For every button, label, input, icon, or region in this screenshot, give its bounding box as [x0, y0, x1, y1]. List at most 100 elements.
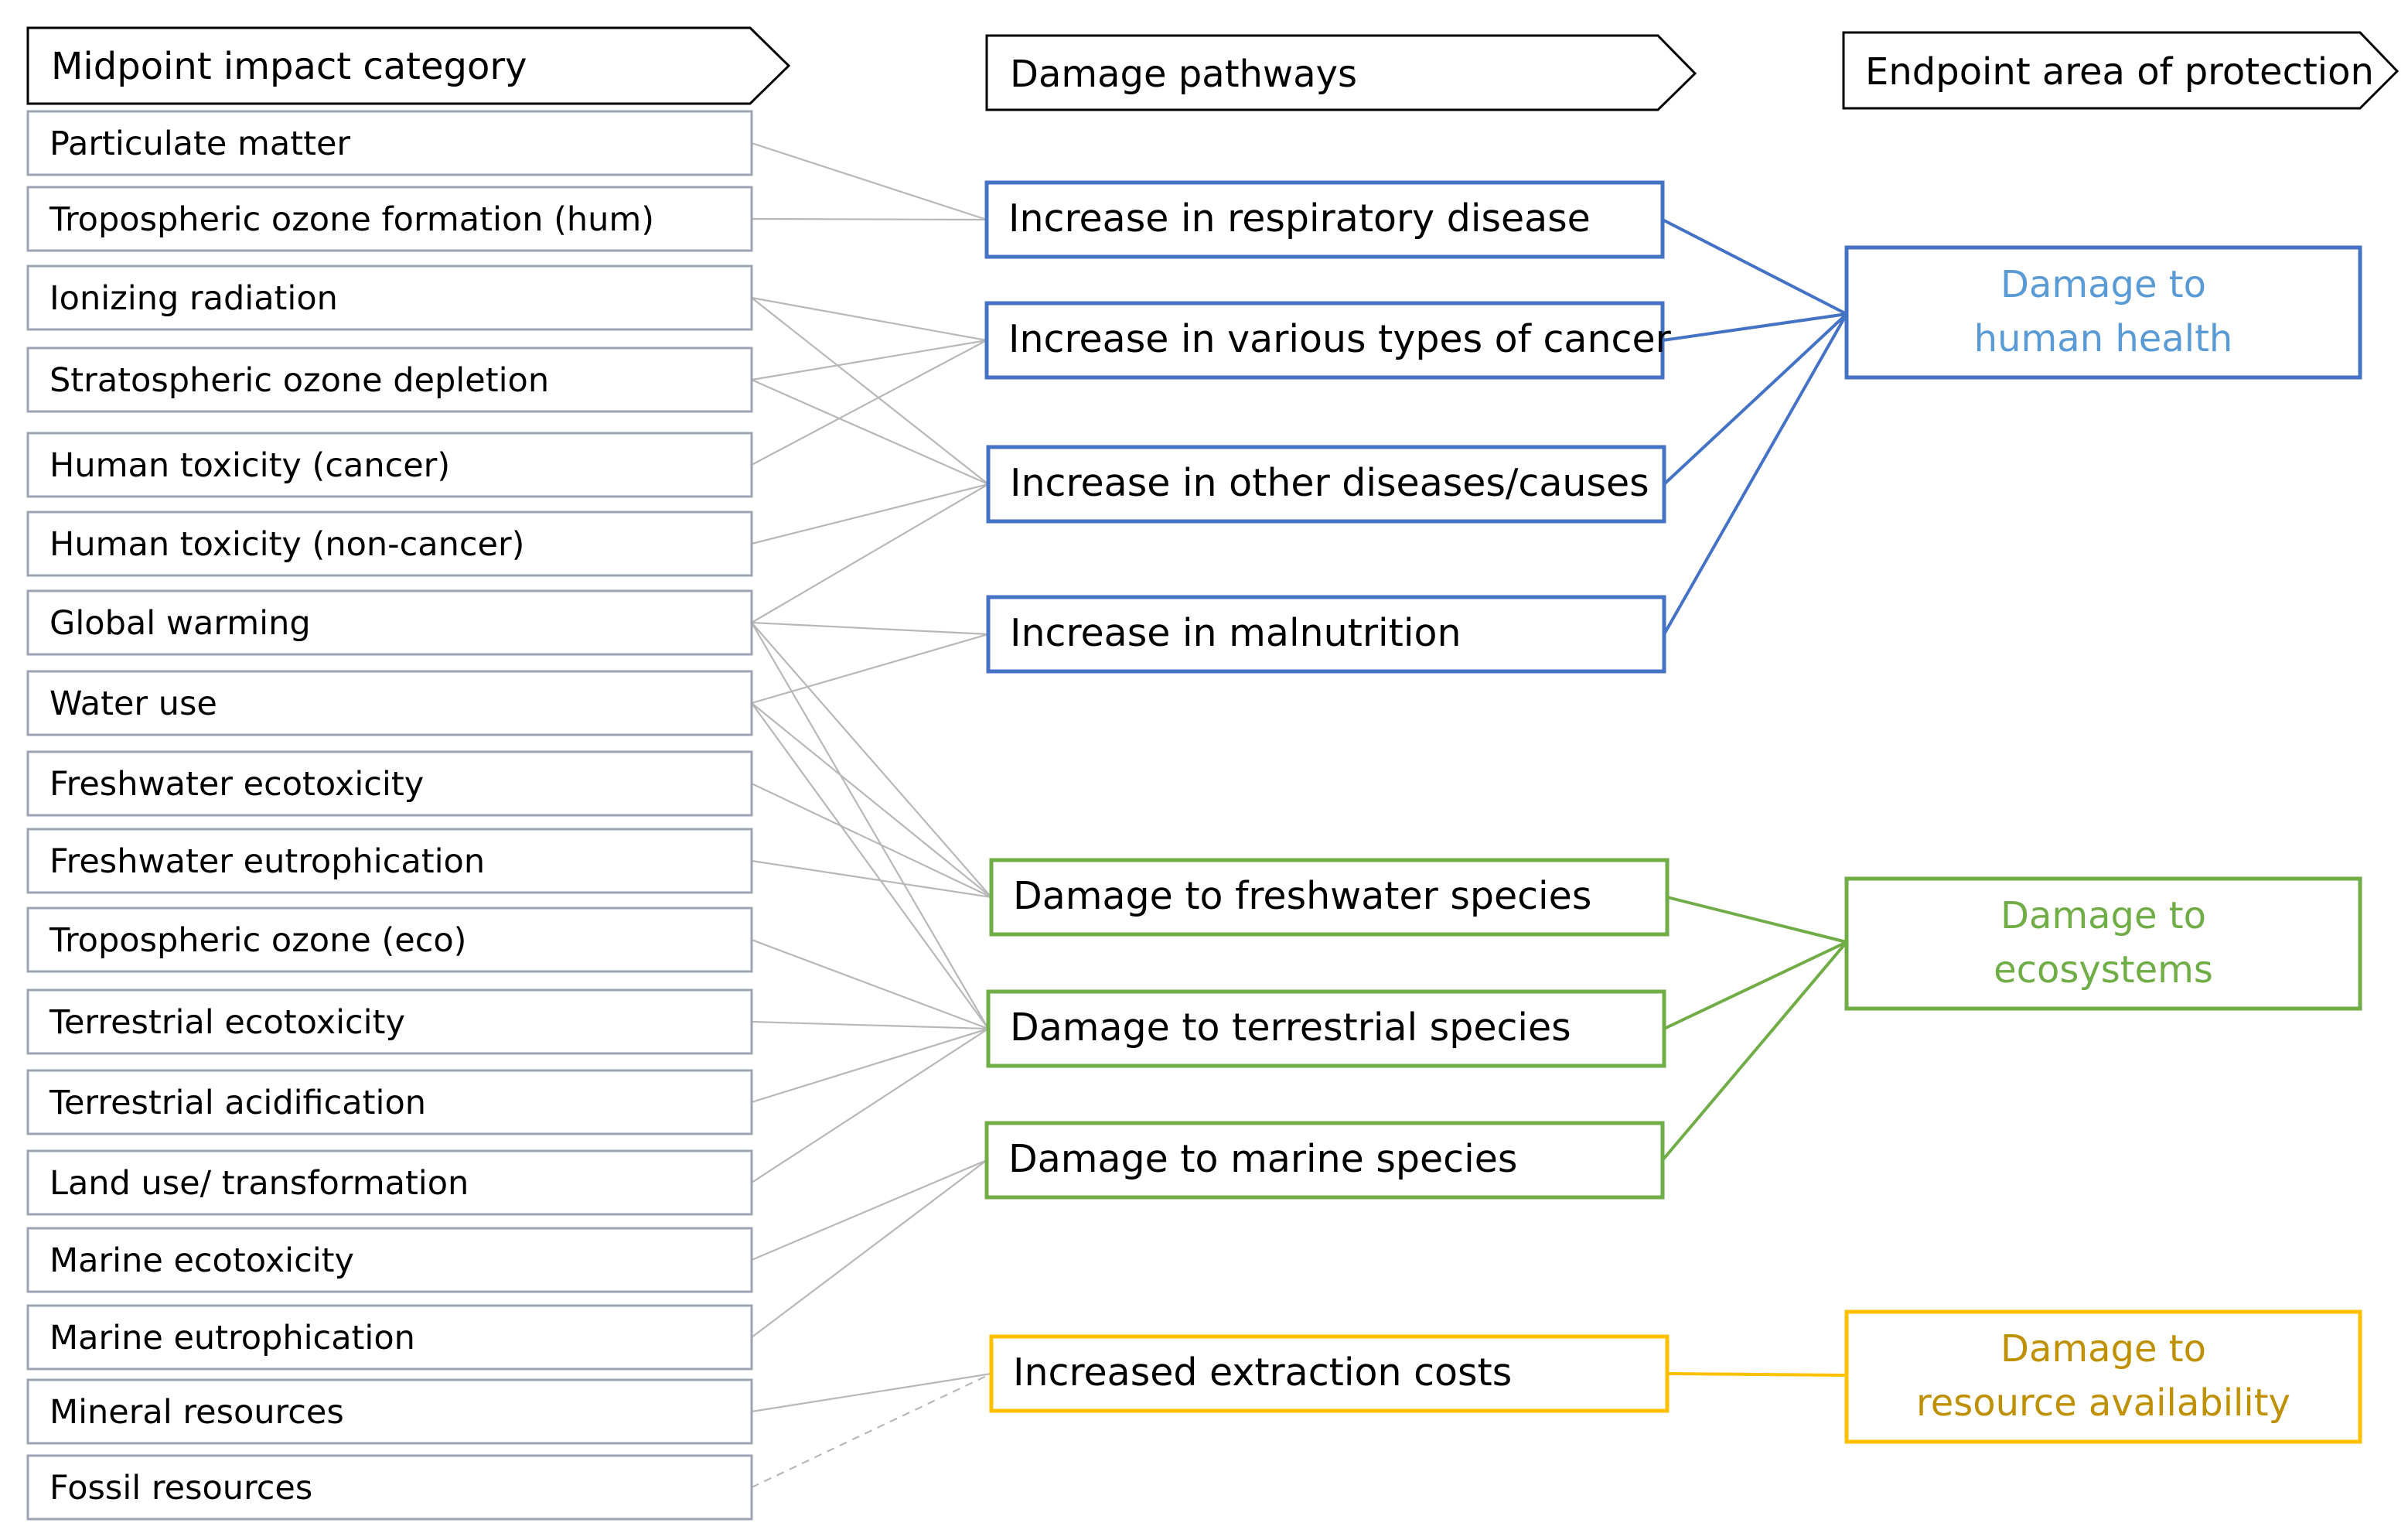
link-3-to-1 [751, 339, 987, 381]
midpoint-label: Freshwater ecotoxicity [49, 765, 424, 804]
endpoint-link-6-to-1 [1661, 941, 1848, 1162]
link-6-to-5 [751, 622, 989, 1029]
endpoint-link-4-to-1 [1666, 896, 1847, 944]
pathway-box [986, 989, 1666, 1068]
midpoint-label: Human toxicity (non-cancer) [49, 525, 524, 564]
pathway-increased-extraction-costs: Increased extraction costs [989, 1334, 1670, 1413]
link-15-to-6 [751, 1159, 987, 1338]
midpoint-freshwater-eutrophication: Freshwater eutrophication [26, 828, 753, 894]
midpoint-box [26, 906, 753, 973]
endpoint-label-line1: Damage to [2000, 1327, 2206, 1371]
midpoint-box [26, 828, 753, 894]
endpoint-link-1-to-0 [1662, 312, 1847, 342]
endpoint-box [1844, 1309, 2362, 1444]
pathway-box [984, 1121, 1665, 1200]
link-6-to-2 [751, 483, 989, 623]
pathway-box [986, 595, 1666, 674]
link-2-to-2 [751, 297, 989, 485]
midpoint-label: Terrestrial ecotoxicity [49, 1003, 405, 1042]
link-6-to-4 [751, 622, 992, 898]
midpoint-human-toxicity-non-cancer: Human toxicity (non-cancer) [26, 510, 753, 577]
header-midpoint: Midpoint impact category [26, 26, 791, 105]
link-12-to-5 [751, 1027, 989, 1104]
link-3-to-2 [751, 378, 989, 486]
endpoint-label-line2: human health [1974, 317, 2233, 360]
endpoint-link-2-to-0 [1663, 312, 1848, 486]
midpoint-box [26, 1454, 753, 1521]
endpoint-box [1844, 876, 2362, 1011]
midpoint-box [26, 432, 753, 498]
endpoint-link-0-to-0 [1662, 218, 1847, 316]
midpoint-label: Land use/ transformation [49, 1164, 469, 1203]
link-9-to-4 [751, 859, 992, 899]
midpoint-label: Global warming [49, 604, 311, 643]
link-6-to-3 [751, 621, 989, 636]
midpoint-box [26, 1069, 753, 1135]
midpoint-label: Stratospheric ozone depletion [49, 361, 549, 400]
midpoint-label: Freshwater eutrophication [49, 842, 485, 881]
pathway-label: Increase in respiratory disease [1008, 196, 1591, 241]
midpoint-terrestrial-acidification: Terrestrial acidification [26, 1069, 753, 1135]
midpoint-label: Particulate matter [49, 125, 350, 163]
pathway-label: Increase in various types of cancer [1008, 317, 1672, 361]
links-layer [751, 142, 992, 1488]
pathway-box [989, 858, 1670, 937]
midpoint-particulate-matter: Particulate matter [26, 110, 753, 176]
midpoint-tropospheric-ozone-formation-hum: Tropospheric ozone formation (hum) [26, 186, 753, 252]
midpoint-water-use: Water use [26, 670, 753, 736]
midpoint-label: Terrestrial acidification [49, 1084, 426, 1122]
midpoint-label: Mineral resources [49, 1393, 344, 1432]
pathway-box [984, 180, 1665, 259]
midpoint-tropospheric-ozone-eco: Tropospheric ozone (eco) [26, 906, 753, 973]
link-14-to-6 [751, 1159, 987, 1262]
midpoint-label: Human toxicity (cancer) [49, 446, 450, 485]
link-16-to-7 [751, 1372, 992, 1413]
endpoint-human-health: Damage to human health [1844, 245, 2362, 380]
midpoint-box [26, 1149, 753, 1216]
midpoint-marine-ecotoxicity: Marine ecotoxicity [26, 1227, 753, 1293]
midpoint-box [26, 1378, 753, 1445]
header-pathways-label: Damage pathways [1010, 53, 1357, 96]
midpoint-human-toxicity-cancer: Human toxicity (cancer) [26, 432, 753, 498]
link-10-to-5 [751, 938, 989, 1030]
pathway-label: Increased extraction costs [1013, 1350, 1512, 1395]
midpoint-box [26, 265, 753, 331]
pathway-box [984, 301, 1665, 380]
midpoint-label: Marine ecotoxicity [49, 1241, 354, 1280]
midpoint-label: Fossil resources [49, 1469, 312, 1507]
link-13-to-5 [751, 1028, 989, 1183]
pathway-label: Increase in malnutrition [1010, 611, 1462, 655]
endpoint-label-line1: Damage to [2000, 263, 2206, 306]
endpoint-link-3-to-0 [1663, 313, 1848, 635]
midpoint-box [26, 510, 753, 577]
pathway-increase-in-malnutrition: Increase in malnutrition [986, 595, 1666, 674]
midpoint-fossil-resources: Fossil resources [26, 1454, 753, 1521]
midpoint-box [26, 1304, 753, 1371]
header-endpoint: Endpoint area of protection [1842, 31, 2399, 110]
midpoint-label: Marine eutrophication [49, 1319, 415, 1357]
header-endpoint-arrow [1842, 31, 2399, 110]
pathway-label: Increase in other diseases/causes [1010, 461, 1649, 505]
pathway-box [989, 1334, 1670, 1413]
pathway-label: Damage to marine species [1008, 1137, 1517, 1181]
pathway-damage-to-terrestrial-species: Damage to terrestrial species [986, 989, 1666, 1068]
link-7-to-3 [751, 633, 989, 705]
midpoint-global-warming: Global warming [26, 589, 753, 656]
header-midpoint-arrow [26, 26, 791, 105]
midpoint-box [26, 110, 753, 176]
midpoint-stratospheric-ozone-depletion: Stratospheric ozone depletion [26, 347, 753, 413]
pathway-increase-in-respiratory-disease: Increase in respiratory disease [984, 180, 1665, 259]
midpoint-marine-eutrophication: Marine eutrophication [26, 1304, 753, 1371]
midpoint-box [26, 347, 753, 413]
link-2-to-1 [751, 296, 987, 342]
link-7-to-5 [751, 702, 989, 1029]
pathway-label: Damage to terrestrial species [1010, 1005, 1571, 1050]
endpoint-label-line2: ecosystems [1994, 948, 2213, 992]
midpoint-label: Tropospheric ozone formation (hum) [49, 200, 654, 239]
endpoint-box [1844, 245, 2362, 380]
midpoint-terrestrial-ecotoxicity: Terrestrial ecotoxicity [26, 988, 753, 1055]
